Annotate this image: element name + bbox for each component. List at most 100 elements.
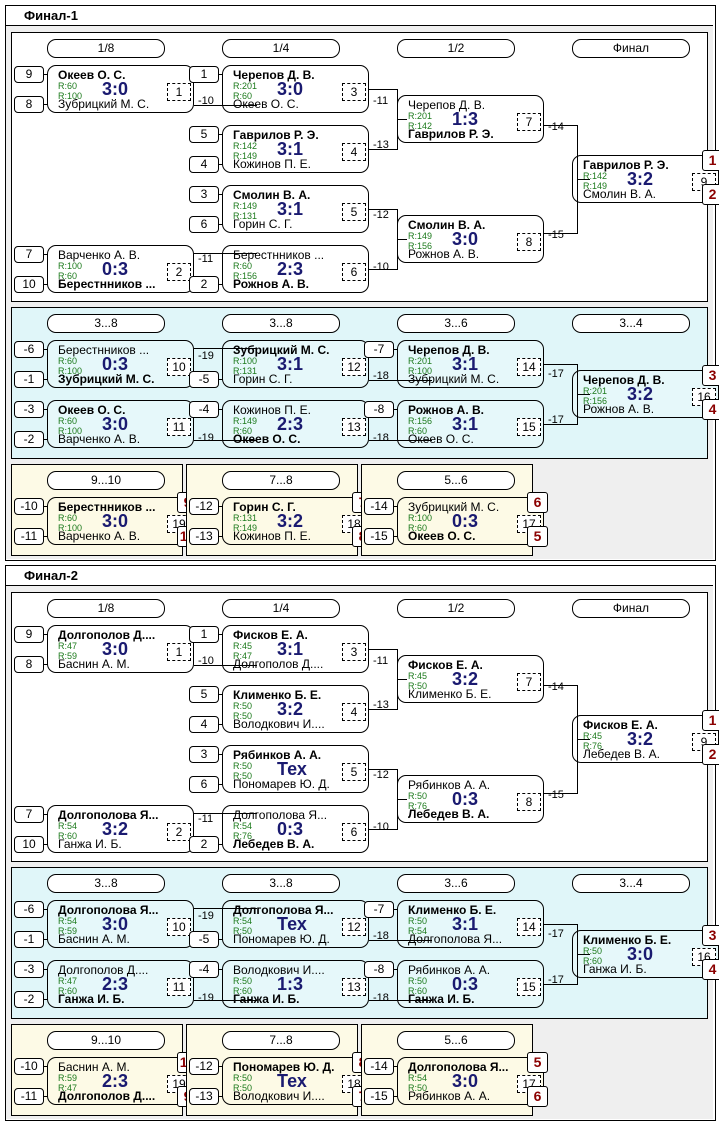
bracket-line: [218, 694, 223, 695]
player-1-name: Океев О. С.: [58, 68, 126, 82]
match-score: 3:0: [102, 914, 129, 934]
seed-1: 5: [189, 686, 219, 703]
player-2-name: Горин С. Г.: [233, 372, 293, 386]
bracket-line: [43, 1066, 48, 1067]
match-score: 3:1: [452, 354, 479, 374]
loser-goes-to: -19: [198, 350, 214, 362]
player-1-rating: R:47: [58, 976, 78, 986]
match-score: 0:3: [277, 819, 304, 839]
bracket-line: [43, 999, 48, 1000]
player-1-rating: R:201: [583, 386, 608, 396]
seed-1: -14: [364, 1058, 394, 1075]
player-1-rating: R:100: [233, 356, 258, 366]
player-1-rating: R:45: [233, 641, 253, 651]
bracket-line: [393, 909, 398, 910]
bracket-line: [43, 104, 48, 105]
player-1-rating: R:201: [233, 81, 258, 91]
bracket-line: [194, 665, 257, 666]
player-2-name: Баснин А. М.: [58, 932, 130, 946]
match-score: 0:3: [452, 974, 479, 994]
bracket-line: [218, 939, 223, 940]
player-1-name: Рябинков А. А.: [233, 748, 322, 762]
player-1-name: Горин С. Г.: [233, 500, 296, 514]
bracket-line: [43, 634, 48, 635]
match-number: 15: [517, 418, 541, 436]
player-2-rating: R:60: [58, 831, 78, 841]
seed-1: 9: [14, 626, 44, 643]
player-2-rating: R:54: [408, 926, 428, 936]
match-score: 3:2: [627, 384, 654, 404]
player-2-name: Володкович И....: [233, 1089, 325, 1103]
player-2-rating: R:59: [58, 651, 78, 661]
seed-2: -1: [14, 371, 44, 388]
bracket-line: [218, 784, 223, 785]
round-label: 1/4: [222, 599, 340, 618]
seed-2: -11: [14, 528, 44, 545]
player-2-name: Рябинков А. А.: [408, 1089, 491, 1103]
player-1-rating: R:50: [408, 976, 428, 986]
player-2-name: Океев О. С.: [408, 432, 474, 446]
player-1-name: Фисков Е. А.: [583, 718, 658, 732]
bracket-line: [393, 536, 398, 537]
player-2-rating: R:60: [233, 986, 253, 996]
seed-2: 10: [14, 836, 44, 853]
bracket-line: [544, 924, 577, 925]
bracket-line: [43, 814, 48, 815]
bracket-line: [43, 284, 48, 285]
seed-1: -7: [364, 341, 394, 358]
seed-1: -12: [189, 498, 219, 515]
player-2-rating: R:50: [233, 1083, 253, 1093]
player-1-name: Клименко Б. Е.: [583, 933, 672, 947]
player-1-rating: R:60: [58, 416, 78, 426]
match-number: 8: [517, 793, 541, 811]
player-2-name: Рожнов А. В.: [408, 247, 480, 261]
player-2-name: Варченко А. В.: [58, 529, 141, 543]
seed-1: -12: [189, 1058, 219, 1075]
player-2-name: Ганжа И. Б.: [58, 837, 122, 851]
player-1-name: Берестнников ...: [58, 343, 150, 357]
match-score: 3:1: [277, 639, 304, 659]
player-2-name: Ганжа И. Б.: [408, 992, 475, 1006]
player-1-rating: R:50: [233, 976, 253, 986]
bracket-line: [544, 125, 577, 126]
round-label: 1/4: [222, 39, 340, 58]
player-1-rating: R:142: [233, 141, 258, 151]
place-1-badge: 5: [527, 1052, 548, 1073]
match-score: 2:3: [102, 1071, 129, 1091]
player-2-name: Рожнов А. В.: [583, 402, 655, 416]
player-2-rating: R:131: [233, 366, 258, 376]
bracket-line: [218, 1096, 223, 1097]
